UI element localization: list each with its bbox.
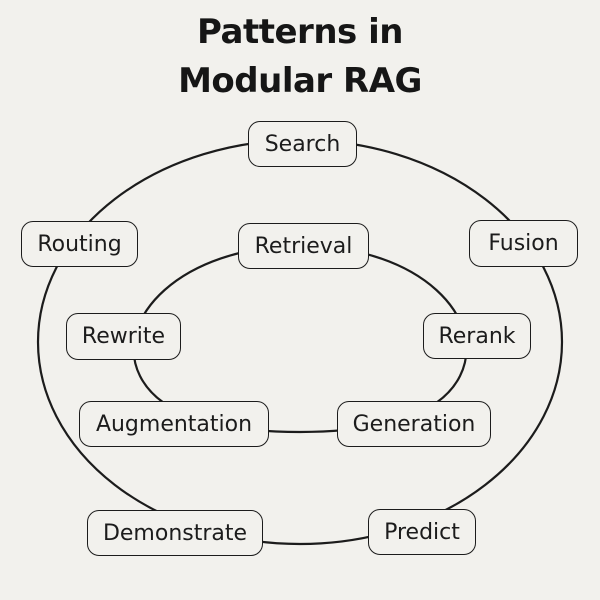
node-augmentation: Augmentation <box>79 401 269 447</box>
node-search: Search <box>248 121 357 167</box>
node-demonstrate: Demonstrate <box>87 510 263 556</box>
node-generation: Generation <box>337 401 491 447</box>
title-line-2: Modular RAG <box>178 61 422 101</box>
node-predict: Predict <box>368 509 476 555</box>
node-routing: Routing <box>21 221 138 267</box>
node-rewrite: Rewrite <box>66 313 181 360</box>
node-rerank: Rerank <box>423 313 531 359</box>
node-retrieval: Retrieval <box>238 223 369 269</box>
inner-ring <box>132 244 468 434</box>
title-line-1: Patterns in <box>197 12 403 52</box>
node-fusion: Fusion <box>469 220 578 267</box>
